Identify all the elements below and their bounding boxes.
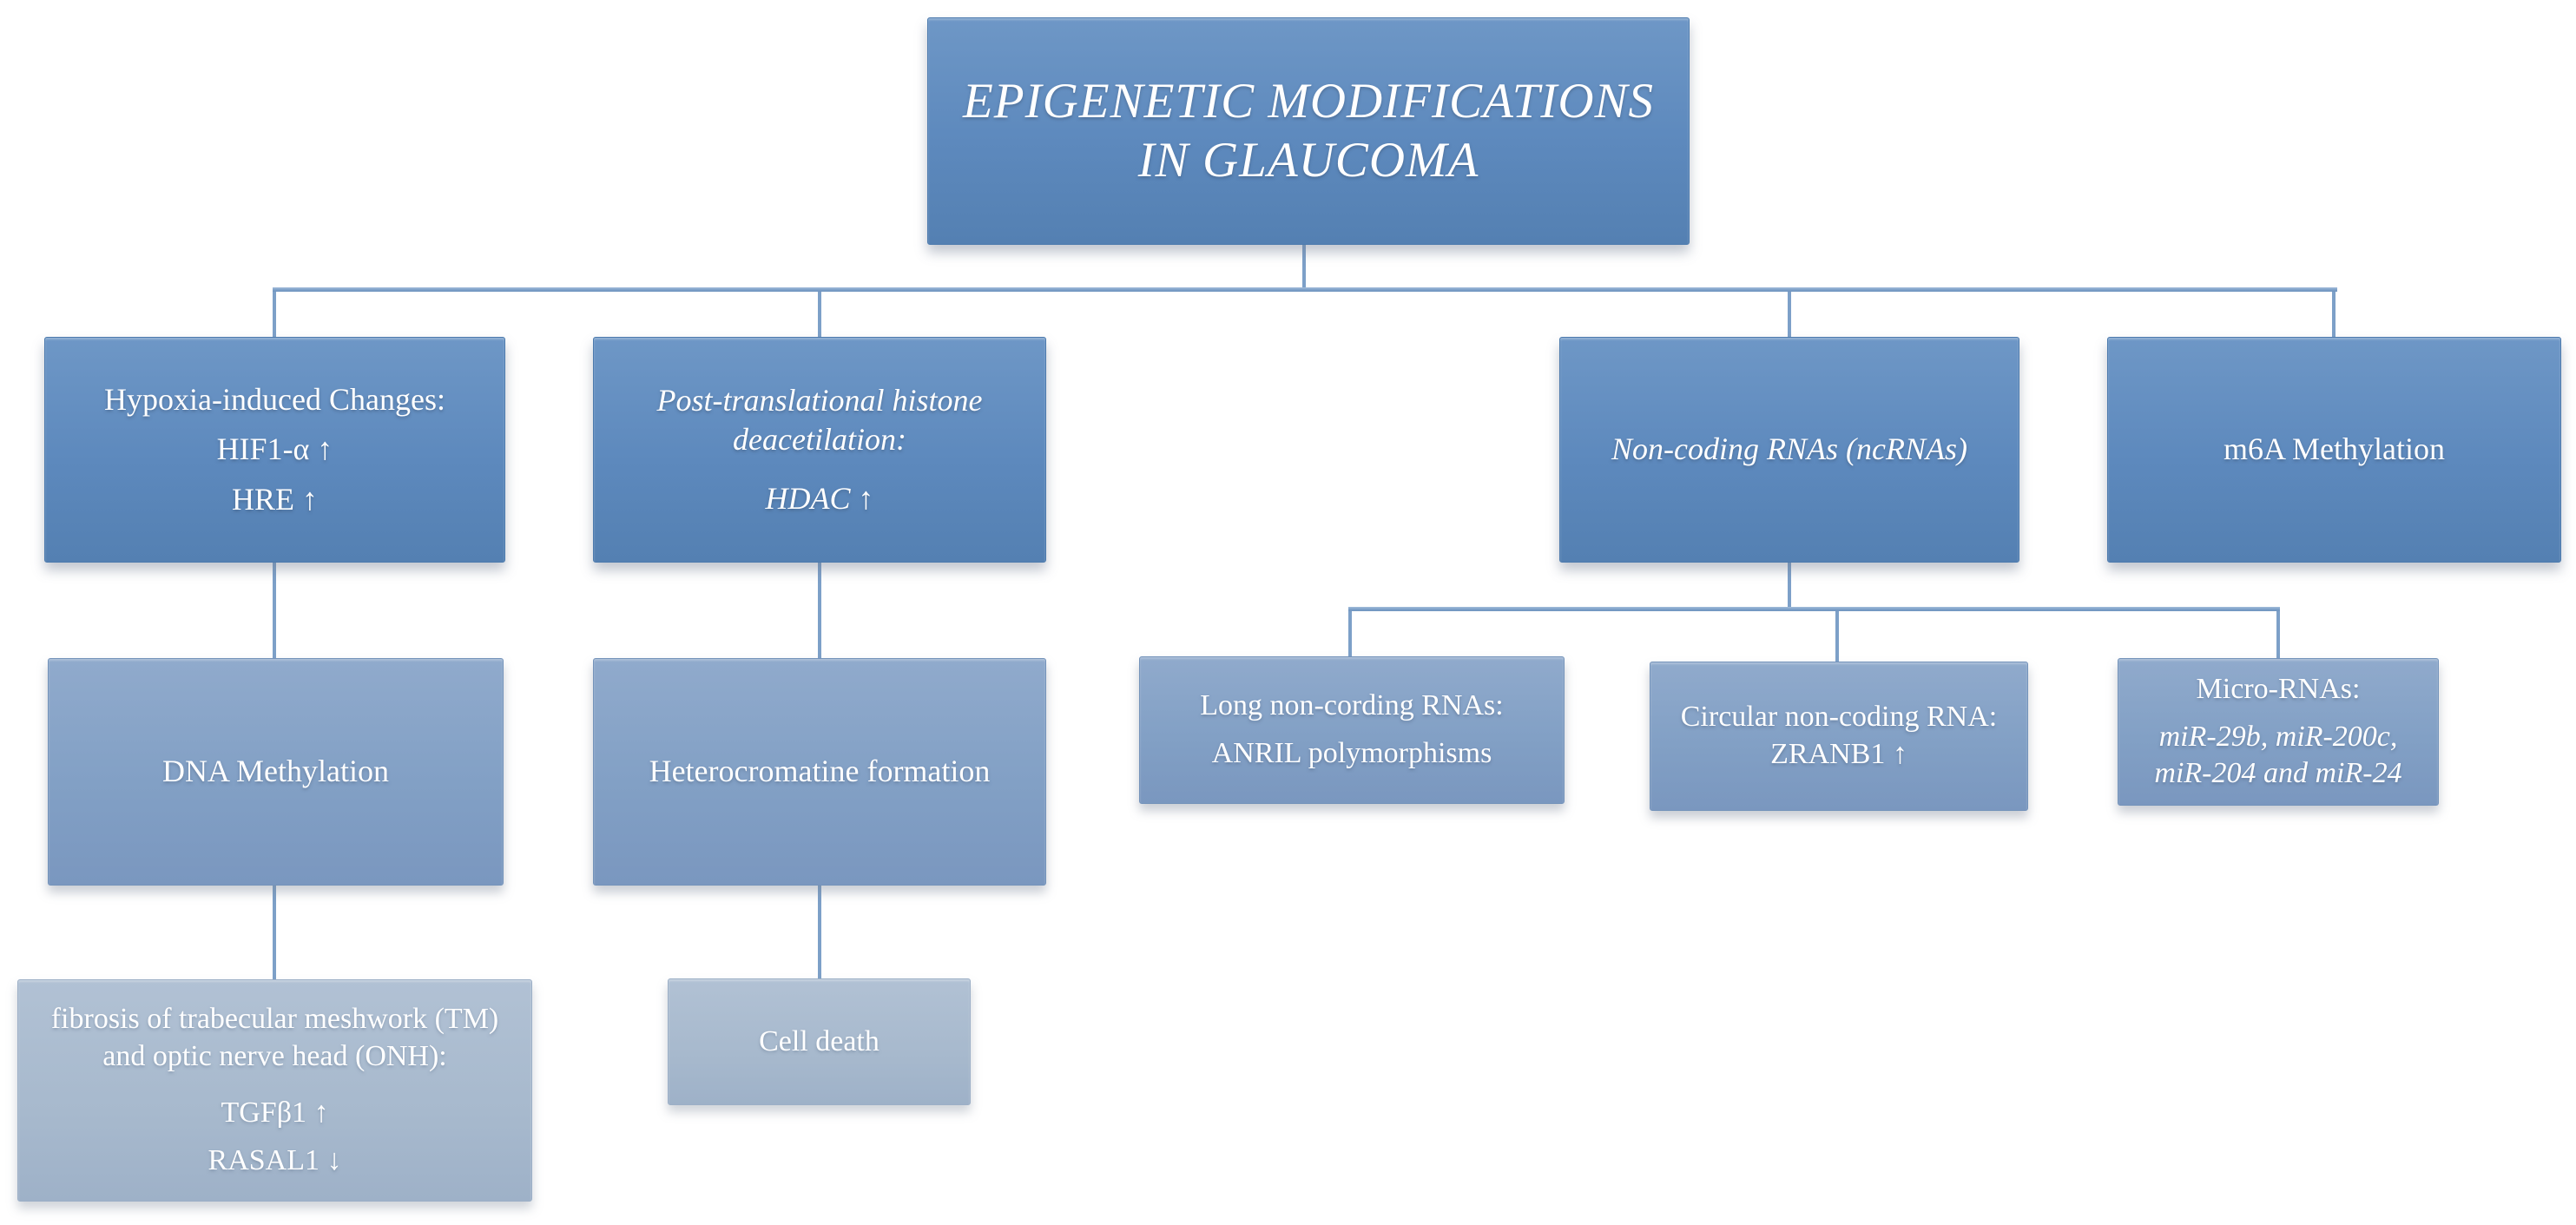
node-text-line: m6A Methylation — [2224, 431, 2445, 467]
node-text-line: miR-29b, miR-200c, — [2158, 720, 2398, 753]
node-post-translational-histone-deacetilation: Post-translational histone deacetilation… — [593, 337, 1046, 563]
node-text-line: ANRIL polymorphisms — [1211, 737, 1492, 769]
node-text-line: ZRANB1 ↑ — [1770, 738, 1907, 770]
node-text-line: miR-204 and miR-24 — [2154, 757, 2402, 790]
node-text-line: and optic nerve head (ONH): — [102, 1040, 447, 1073]
node-text-line: TGFβ1 ↑ — [221, 1097, 329, 1129]
node-text-line: HRE ↑ — [232, 481, 318, 517]
title-line: IN GLAUCOMA — [1137, 133, 1479, 188]
connector-drop-long-ncrna — [1348, 611, 1352, 658]
node-text-line: DNA Methylation — [162, 754, 389, 789]
connector-ncrna-horizontal — [1348, 607, 2280, 611]
node-text-line: HDAC ↑ — [765, 480, 874, 516]
node-text-line: Hypoxia-induced Changes: — [104, 382, 445, 418]
node-text-line: Long non-cording RNAs: — [1200, 689, 1504, 722]
node-heterochromatin-formation: Heterocromatine formation — [593, 658, 1046, 886]
node-hypoxia-induced-changes: Hypoxia-induced Changes: HIF1-α ↑ HRE ↑ — [44, 337, 505, 563]
connector-drop-hypoxia — [273, 292, 276, 339]
title-line: EPIGENETIC MODIFICATIONS — [962, 74, 1655, 129]
connector-histone-to-heterochromatin — [818, 563, 821, 660]
node-fibrosis-tm-onh: fibrosis of trabecular meshwork (TM) and… — [17, 979, 532, 1202]
node-long-non-coding-rnas: Long non-cording RNAs: ANRIL polymorphis… — [1139, 656, 1565, 804]
connector-drop-micro-rna — [2276, 611, 2280, 660]
node-text-line: Micro-RNAs: — [2196, 672, 2361, 705]
node-text-line: deacetilation: — [733, 422, 906, 458]
node-text-line: Non-coding RNAs (ncRNAs) — [1611, 431, 1967, 467]
node-text-line: fibrosis of trabecular meshwork (TM) — [50, 1003, 499, 1036]
node-non-coding-rnas: Non-coding RNAs (ncRNAs) — [1559, 337, 2019, 563]
connector-ncrna-drop — [1788, 563, 1791, 609]
node-text-line: HIF1-α ↑ — [216, 431, 333, 467]
node-m6a-methylation: m6A Methylation — [2107, 337, 2561, 563]
connector-heterochromatin-to-celldeath — [818, 884, 821, 980]
connector-dna-to-fibrosis — [273, 884, 276, 981]
node-text-line: RASAL1 ↓ — [208, 1143, 342, 1176]
node-text-line: Post-translational histone — [656, 383, 983, 418]
connector-hypoxia-to-dna — [273, 563, 276, 660]
node-circular-non-coding-rna: Circular non-coding RNA: ZRANB1 ↑ — [1650, 662, 2028, 811]
node-text-line: Circular non-coding RNA: — [1680, 701, 1998, 734]
connector-drop-histone — [818, 292, 821, 339]
node-text-line: Cell death — [759, 1024, 880, 1057]
node-micro-rnas: Micro-RNAs: miR-29b, miR-200c, miR-204 a… — [2118, 658, 2439, 806]
connector-main-horizontal — [273, 287, 2337, 292]
node-text-line: Heterocromatine formation — [649, 754, 991, 789]
connector-drop-circular-ncrna — [1835, 611, 1839, 663]
connector-drop-ncrna — [1788, 292, 1791, 339]
connector-title-drop — [1302, 245, 1306, 290]
node-cell-death: Cell death — [668, 978, 971, 1105]
node-dna-methylation: DNA Methylation — [48, 658, 504, 886]
connector-drop-m6a — [2332, 292, 2336, 339]
node-title: EPIGENETIC MODIFICATIONS IN GLAUCOMA — [927, 17, 1690, 245]
